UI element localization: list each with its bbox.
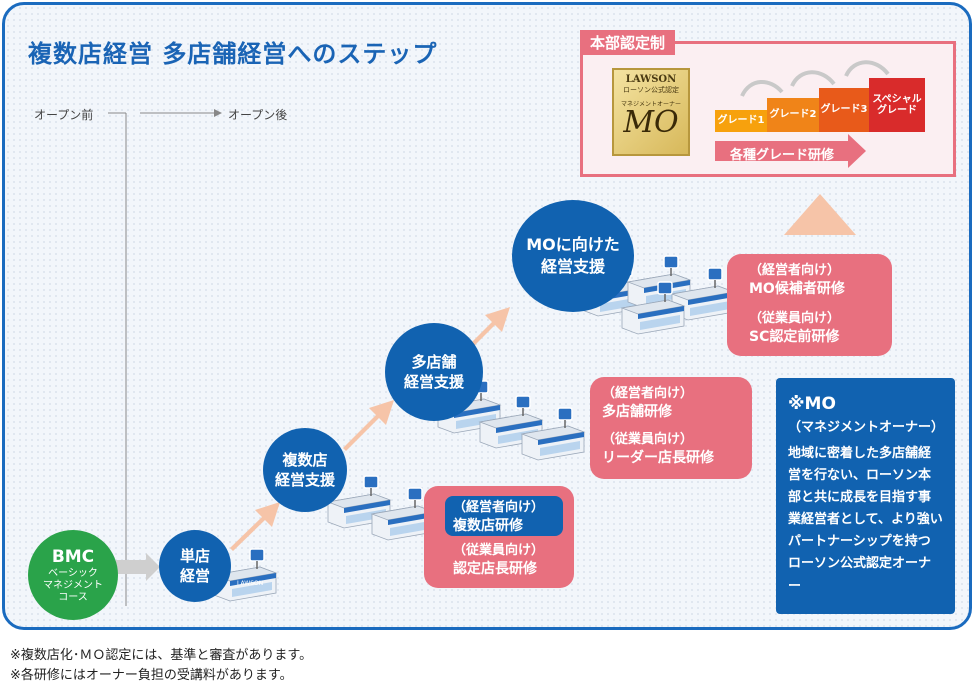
staff-head: （従業員向け）: [749, 311, 841, 326]
grade-3: グレード3: [819, 88, 869, 132]
grade-2: グレード2: [767, 98, 819, 132]
mo-definition-box: ※MO （マネジメントオーナー） 地域に密着した多店舗経営を行ない、ローソン本部…: [776, 378, 955, 614]
mo-note-subtitle: （マネジメントオーナー）: [788, 420, 945, 435]
mo-note-body: 地域に密着した多店舗経営を行ない、ローソン本部と共に成長を目指す事業経営者として…: [788, 446, 943, 594]
bmc-subtitle: ベーシック マネジメント コース: [43, 568, 103, 604]
grade-training-arrow: [715, 134, 866, 168]
bmc-title: BMC: [51, 546, 95, 567]
owner-head: （経営者向け）: [749, 263, 841, 278]
owner-body: MO候補者研修: [749, 280, 845, 297]
timeline-after-label: オープン後: [228, 108, 288, 122]
step-circle-multi-store: 複数店 経営支援: [263, 428, 347, 512]
step-label: 複数店 経営支援: [274, 450, 335, 489]
badge-line1: ローソン公式認定: [623, 86, 679, 94]
timeline-arrow-head: [214, 109, 222, 117]
step-circle-single-store: 単店 経営: [159, 530, 231, 602]
training-box-1: （経営者向け） 複数店研修 （従業員向け） 認定店長研修: [424, 486, 574, 588]
step-arrow-1: [230, 502, 280, 551]
staff-body: SC認定前研修: [749, 328, 840, 345]
grade-1: グレード1: [715, 110, 767, 132]
bmc-circle: BMC ベーシック マネジメント コース: [28, 530, 118, 620]
owner-training-block: （経営者向け） 複数店研修: [445, 496, 563, 536]
staff-head: （従業員向け）: [453, 543, 545, 558]
mo-note-title: ※MO: [788, 394, 836, 414]
step-label: 多店舗 経営支援: [403, 352, 464, 391]
grade-curve-1: [740, 80, 784, 97]
training-box-2: （経営者向け） 多店舗研修 （従業員向け） リーダー店長研修: [590, 377, 752, 479]
owner-body: 複数店研修: [453, 517, 523, 534]
step-circle-many-store: 多店舗 経営支援: [385, 323, 483, 421]
step-circle-mo-support: MOに向けた 経営支援: [512, 200, 634, 312]
grade-special: スペシャル グレード: [869, 78, 925, 132]
bmc-arrow: [116, 553, 160, 581]
owner-head: （経営者向け）: [453, 500, 545, 515]
timeline-before-label: オープン前: [34, 108, 94, 122]
store-sign: LAWSON: [237, 580, 264, 587]
step-label: MOに向けた 経営支援: [526, 235, 620, 276]
grade-curve-3: [844, 60, 890, 77]
staff-body: 認定店長研修: [453, 560, 537, 577]
step-label: 単店 経営: [179, 546, 210, 585]
hq-tab: 本部認定制: [580, 30, 676, 55]
badge-line2: マネジメントオーナー: [620, 101, 681, 108]
badge-brand: LAWSON: [625, 74, 677, 85]
training-box-3: （経営者向け） MO候補者研修 （従業員向け） SC認定前研修: [727, 254, 892, 356]
step-arrow-2: [343, 400, 394, 451]
owner-head: （経営者向け）: [602, 386, 694, 401]
up-triangle: [784, 194, 856, 235]
staff-head: （従業員向け）: [602, 432, 694, 447]
footnote-2: ※各研修にはオーナー負担の受講料があります。: [10, 668, 293, 683]
footnote-1: ※複数店化･ＭＯ認定には、基準と審査があります。: [10, 648, 313, 663]
staff-body: リーダー店長研修: [602, 449, 714, 466]
grade-training-label: 各種グレード研修: [730, 148, 835, 163]
page-title: 複数店経営 多店舗経営へのステップ: [28, 40, 438, 68]
grade-curve-2: [790, 70, 836, 87]
badge-mark: MO: [623, 105, 679, 140]
owner-body: 多店舗研修: [602, 403, 672, 420]
mo-badge: LAWSON ローソン公式認定 マネジメントオーナー MO: [612, 68, 690, 156]
